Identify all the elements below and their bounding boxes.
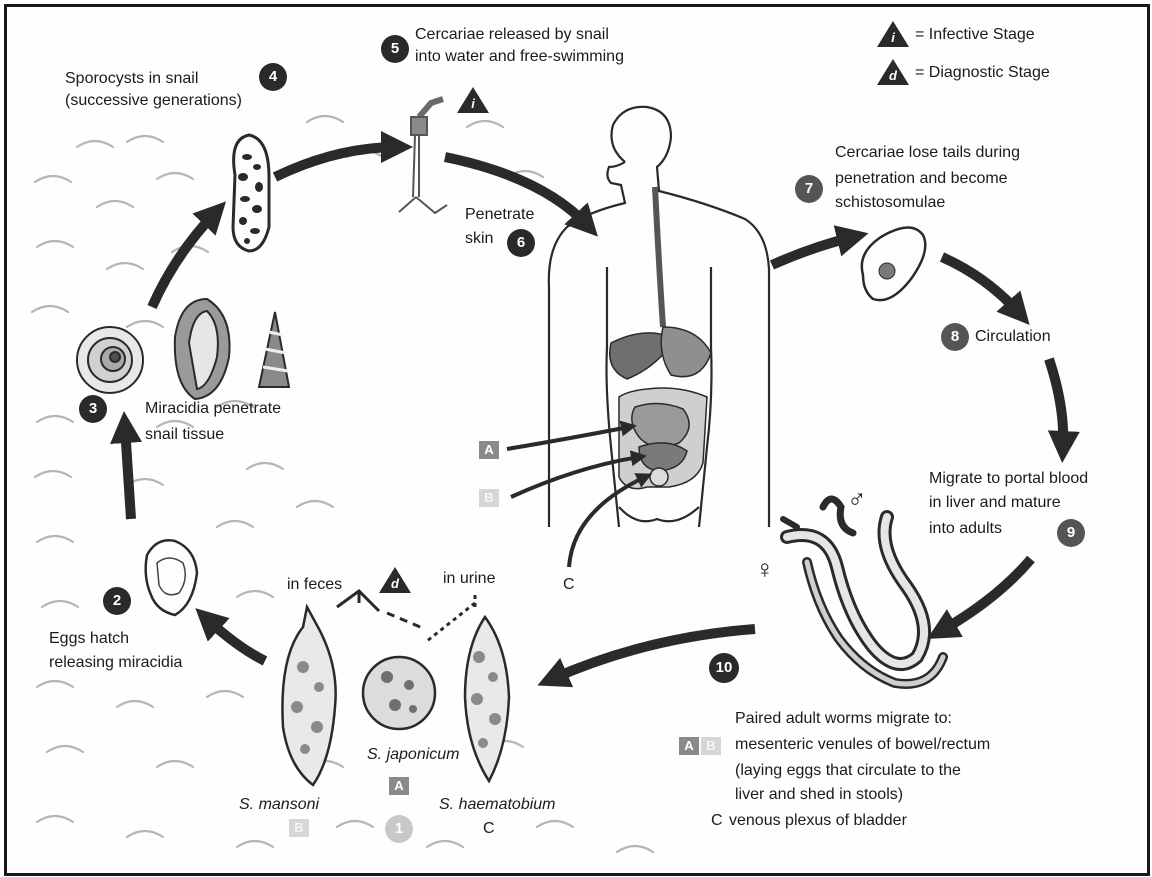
arrow-snail-to-sporocyst [152,213,215,307]
step-10-label-line1: Paired adult worms migrate to: [735,709,952,729]
female-symbol: ♀ [755,559,775,579]
arrow-eggs-to-miracidia [207,619,265,661]
step-6-label-line1: Penetrate [465,205,534,225]
step-10-label-line2: mesenteric venules of bowel/rectum [735,735,990,755]
diagnostic-stage-marker: d [379,567,411,593]
haematobium-tag-c: C [483,819,495,839]
step-7-label-line3: schistosomulae [835,193,945,213]
step-8-number: 8 [941,323,969,351]
step-4-label-line2: (successive generations) [65,91,242,111]
step-6-label-line2: skin [465,229,493,249]
step-2-number: 2 [103,587,131,615]
schistosomula-illustration [862,227,925,300]
step-10-label-line4: liver and shed in stools) [735,785,903,805]
male-symbol: ♂ [847,489,867,509]
step-3-label-line1: Miracidia penetrate [145,399,281,419]
route-tag-c: C [563,575,575,595]
infective-stage-legend-label: = Infective Stage [915,25,1035,45]
step-9-label-line2: in liver and mature [929,493,1061,513]
japonicum-tag-a: A [389,777,409,795]
step-10-number: 10 [709,653,739,683]
arrow-sporocyst-to-cercariae [275,147,397,177]
snail-illustrations [77,299,289,399]
adult-worms-illustration [783,499,943,684]
step-9-label-line1: Migrate to portal blood [929,469,1088,489]
route-tag-a: A [479,441,499,459]
step-7-label-line1: Cercariae lose tails during [835,143,1020,163]
step-3-number: 3 [79,395,107,423]
infective-stage-marker: i [457,87,489,113]
step-10-tag-a: A [679,737,699,755]
infective-stage-legend-icon: i [877,21,909,47]
step-4-number: 4 [259,63,287,91]
step-10-label-line3: (laying eggs that circulate to the [735,761,961,781]
digestive-organs [610,187,711,489]
route-tag-b: B [479,489,499,507]
step-3-label-line2: snail tissue [145,425,224,445]
step-9-label-line3: into adults [929,519,1002,539]
arrow-schistosomulae-to-circulation [942,257,1019,313]
step-9-number: 9 [1057,519,1085,547]
arrow-circulation-to-portal [1049,359,1063,447]
sporocyst-illustration [233,135,269,251]
in-feces-label: in feces [287,575,342,595]
cercaria-illustration [399,99,447,213]
step-5-label-line1: Cercariae released by snail [415,25,609,45]
diagnostic-stage-legend-icon: d [877,59,909,85]
arrow-human-to-schistosomulae [772,237,853,265]
s-japonicum-label: S. japonicum [367,745,460,765]
egg-connector-lines [337,591,475,641]
step-7-label-line2: penetration and become [835,169,1008,189]
diagram-frame: i = Infective Stage d = Diagnostic Stage… [4,4,1150,876]
s-haematobium-label: S. haematobium [439,795,556,815]
step-10-tag-b: B [701,737,721,755]
s-mansoni-label: S. mansoni [239,795,319,815]
in-urine-label: in urine [443,569,495,589]
step-1-number: 1 [385,815,413,843]
step-8-label: Circulation [975,327,1051,347]
arrow-portal-to-worms [941,559,1031,631]
step-6-number: 6 [507,229,535,257]
step-4-label-line1: Sporocysts in snail [65,69,198,89]
step-7-number: 7 [795,175,823,203]
mansoni-tag-b: B [289,819,309,837]
arrow-miracidia-to-snail [125,427,131,519]
step-2-label-line1: Eggs hatch [49,629,129,649]
miracidium-illustration [146,540,197,615]
step-5-label-line2: into water and free-swimming [415,47,624,67]
step-10-c-letter: C [711,811,723,831]
step-2-label-line2: releasing miracidia [49,653,182,673]
diagnostic-stage-legend-label: = Diagnostic Stage [915,63,1050,83]
step-10-label-line5: venous plexus of bladder [729,811,907,831]
step-5-number: 5 [381,35,409,63]
